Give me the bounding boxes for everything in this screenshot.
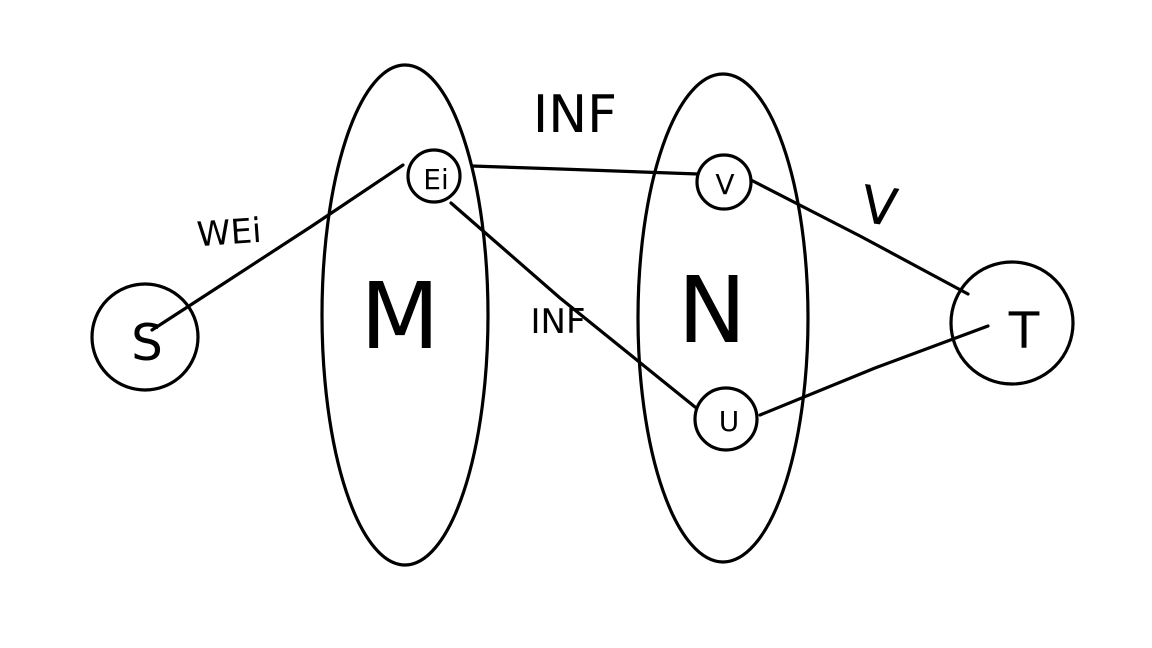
node-u-label: U: [719, 405, 740, 438]
set-m-ellipse: [320, 63, 490, 567]
edge-v-t: [749, 178, 970, 296]
node-t-label: T: [1008, 302, 1040, 360]
edge-s-ei-label: WEi: [196, 211, 263, 255]
edge-u-t: [758, 324, 990, 417]
node-s-label: S: [131, 314, 163, 372]
set-m-label: M: [360, 263, 439, 370]
edge-ei-v-label: INF: [533, 85, 617, 145]
set-n-ellipse: [636, 72, 810, 564]
edge-ei-u-label: INF: [530, 302, 585, 342]
node-v-circle: [695, 153, 753, 211]
edge-ei-v: [470, 164, 700, 176]
node-v-label: V: [715, 168, 734, 201]
node-u-circle: [693, 386, 759, 452]
set-n-label: N: [678, 257, 747, 364]
node-ei-circle: [406, 148, 462, 204]
edge-v-t-label: V: [858, 175, 902, 239]
node-ei-label: Ei: [423, 163, 448, 196]
edge-ei-u: [449, 201, 697, 409]
node-s-circle: [90, 282, 200, 392]
node-t-circle: [949, 260, 1075, 386]
